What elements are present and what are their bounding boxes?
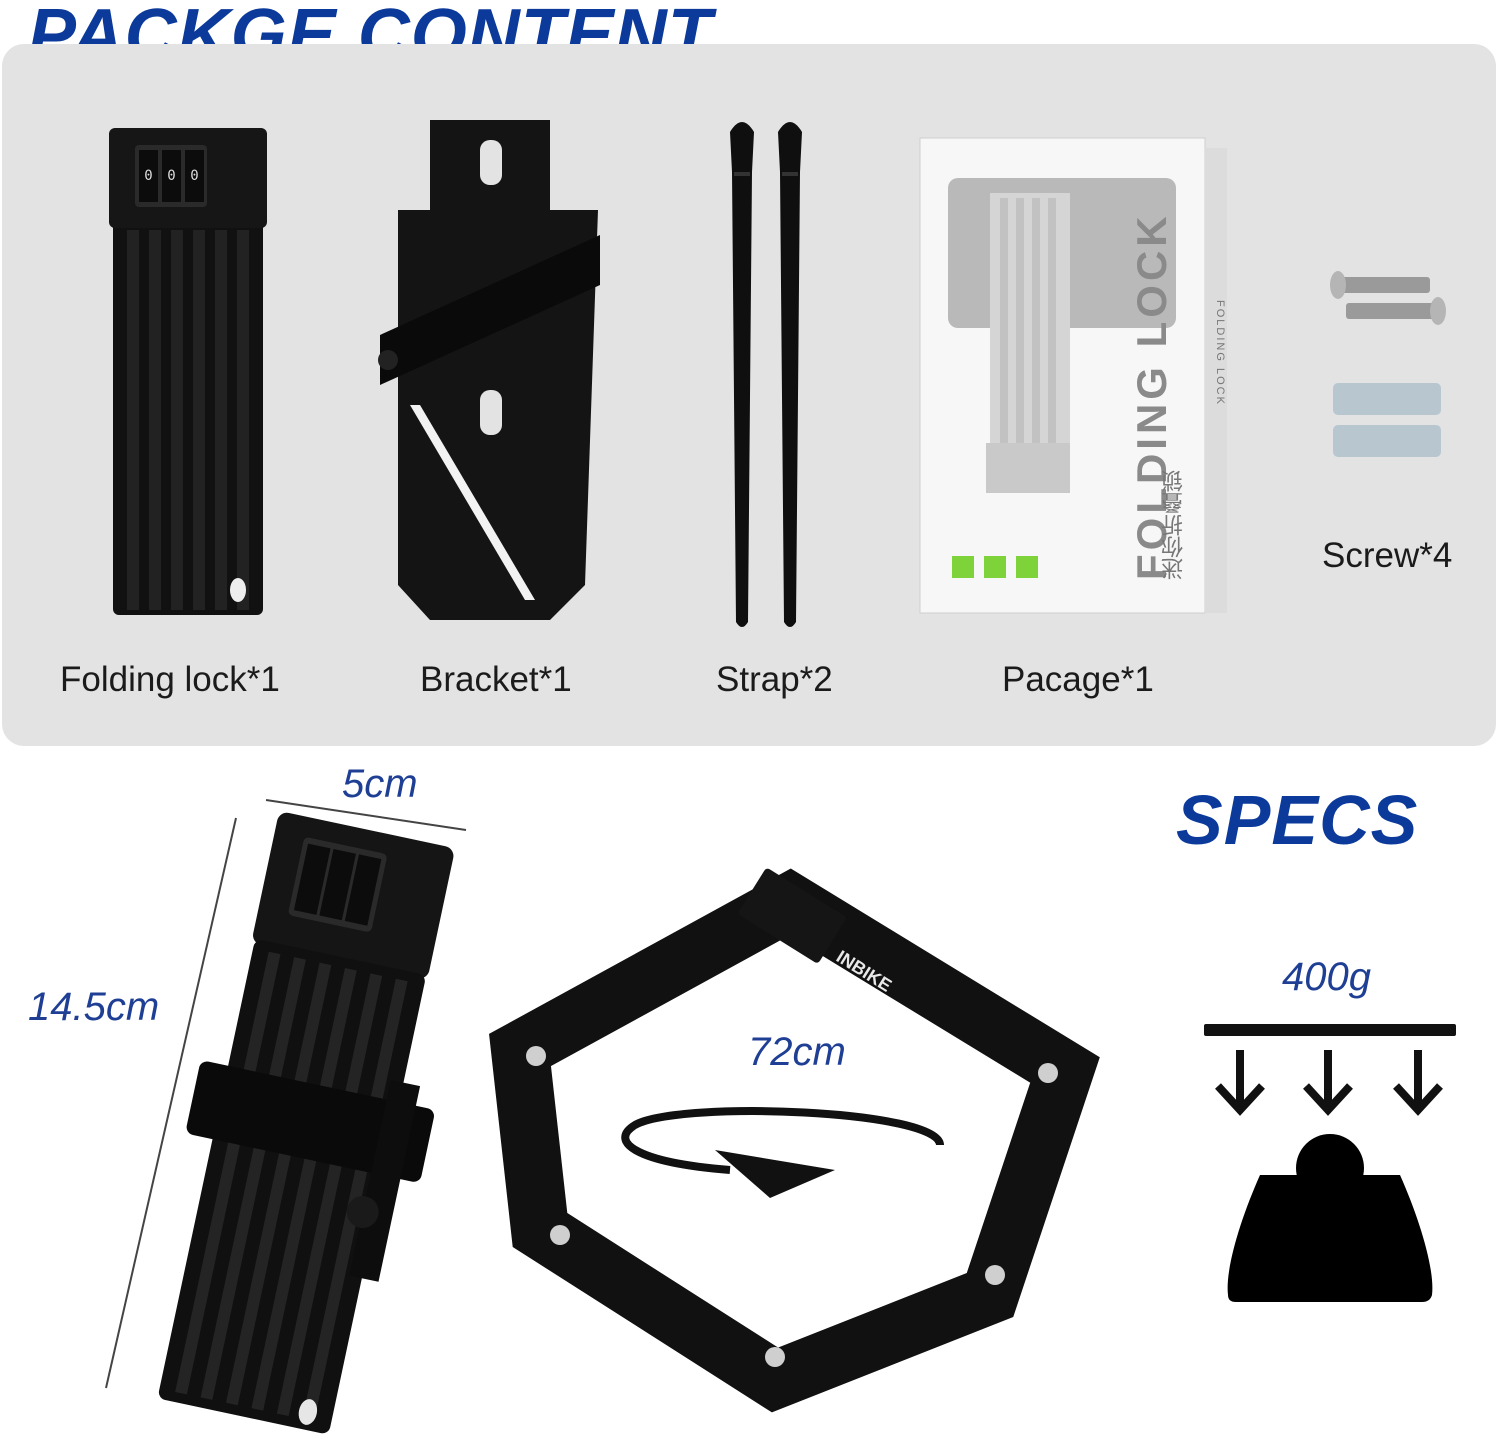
item-label-bracket: Bracket*1 — [420, 660, 572, 699]
screw-icon — [1330, 271, 1446, 457]
item-label-folding-lock: Folding lock*1 — [60, 660, 280, 699]
svg-text:0: 0 — [190, 168, 198, 184]
weight-icon — [1204, 1024, 1456, 1302]
folding-lock-icon: 0 0 0 — [109, 128, 267, 615]
spec-weight: 400g — [1282, 955, 1371, 999]
spec-height: 14.5cm — [28, 985, 160, 1029]
package-box-icon — [919, 137, 1227, 614]
unfolded-lock-icon: INBIKE — [489, 868, 1100, 1413]
item-label-strap: Strap*2 — [716, 660, 833, 699]
item-label-screw: Screw*4 — [1322, 536, 1453, 575]
rotation-arrow-icon — [621, 1107, 944, 1198]
folded-lock-with-bracket-icon — [158, 812, 454, 1434]
svg-text:0: 0 — [167, 168, 175, 184]
svg-text:0: 0 — [144, 168, 152, 184]
strap-icon — [730, 122, 802, 627]
spec-length: 72cm — [748, 1030, 846, 1074]
spec-width: 5cm — [342, 762, 418, 806]
box-side-text: FOLDING LOCK — [1214, 300, 1226, 406]
item-label-package: Pacage*1 — [1002, 660, 1154, 699]
bracket-icon — [378, 120, 600, 620]
specs-title: SPECS — [1176, 781, 1419, 859]
